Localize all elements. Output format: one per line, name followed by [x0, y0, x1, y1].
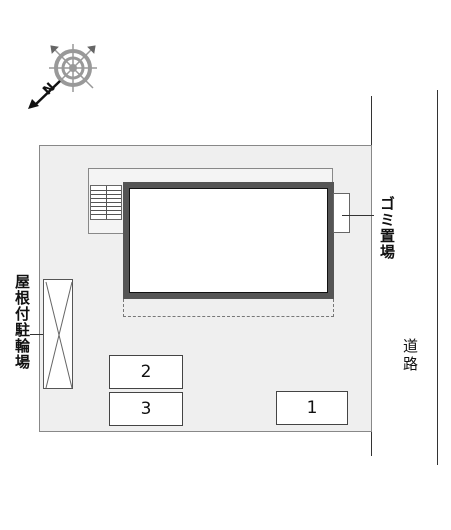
compass-rose-icon: N — [26, 34, 104, 110]
parking-space-3: 3 — [109, 392, 183, 426]
balcony-outline — [123, 299, 334, 317]
garbage-leader-line — [342, 215, 374, 216]
garbage-station — [333, 193, 350, 233]
bicycle-parking-label: 屋根付駐輪場 — [13, 274, 31, 370]
building — [123, 182, 334, 299]
parking-space-1: 1 — [276, 391, 348, 425]
road-label: 道路 — [401, 338, 419, 374]
bicycle-parking — [43, 279, 73, 389]
bicycle-leader-line — [30, 334, 43, 335]
parking-space-2: 2 — [109, 355, 183, 389]
staircase-icon — [90, 185, 122, 220]
road-boundary-right — [437, 90, 438, 465]
garbage-label: ゴミ置場 — [378, 196, 396, 260]
